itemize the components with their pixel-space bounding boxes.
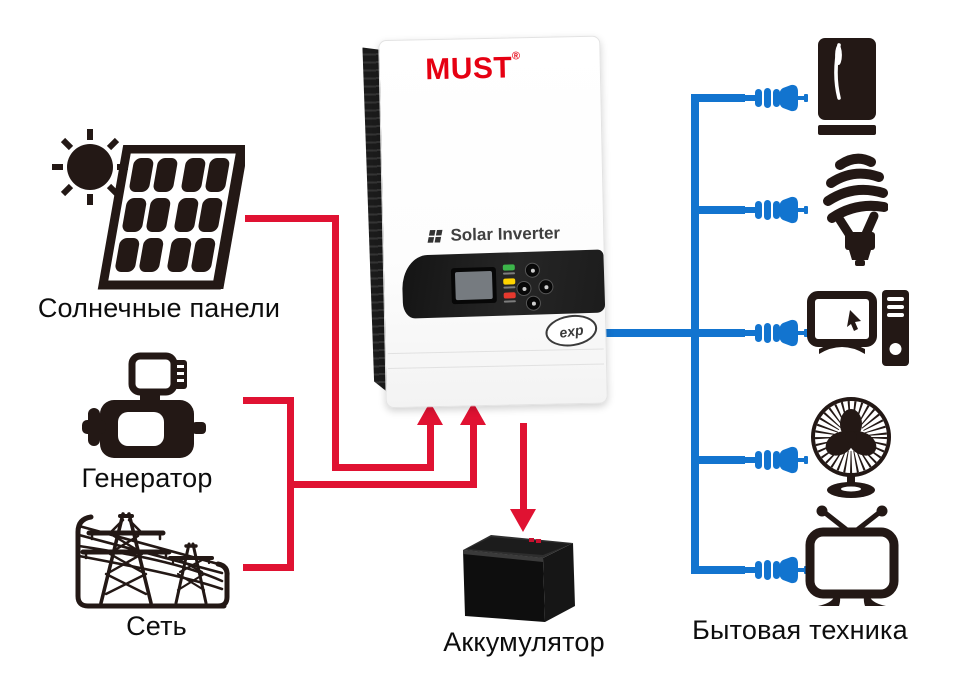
body-seam bbox=[388, 363, 605, 370]
plug-icon bbox=[742, 196, 808, 224]
plug-icon bbox=[742, 446, 808, 474]
gen-grid-line-v2 bbox=[470, 421, 477, 488]
generator-label: Генератор bbox=[81, 463, 213, 493]
ac-branch-computer bbox=[596, 329, 745, 337]
button-left[interactable] bbox=[516, 280, 532, 297]
battery-line-v bbox=[520, 423, 527, 513]
ac-branch-fan bbox=[691, 456, 745, 464]
solar-panel-icon bbox=[97, 145, 245, 290]
fan-icon bbox=[811, 397, 891, 498]
led-green bbox=[502, 264, 515, 271]
solar-label: Солнечные панели bbox=[37, 293, 281, 323]
battery-label: Аккумулятор bbox=[443, 627, 605, 657]
exp-badge: exp bbox=[543, 311, 600, 350]
solar-line-v1 bbox=[332, 215, 339, 471]
led-red-label bbox=[503, 300, 516, 303]
button-down[interactable] bbox=[525, 295, 542, 311]
led-red bbox=[503, 292, 516, 299]
grid-line-h bbox=[243, 564, 294, 571]
button-right[interactable] bbox=[538, 279, 554, 295]
battery-arrow bbox=[510, 509, 536, 532]
refrigerator-icon bbox=[818, 38, 876, 135]
gen-grid-arrow bbox=[460, 402, 486, 425]
ac-branch-tv bbox=[691, 566, 745, 574]
led-yellow-label bbox=[503, 286, 516, 289]
control-panel bbox=[401, 249, 606, 319]
gen-grid-branch-h bbox=[287, 481, 477, 488]
lcd-screen bbox=[454, 270, 493, 301]
computer-icon bbox=[807, 290, 909, 366]
brand-logo: MUST® bbox=[424, 50, 521, 87]
sun-icon bbox=[52, 129, 128, 205]
plug-icon bbox=[742, 84, 808, 112]
generator-line-h bbox=[243, 397, 294, 404]
plug-icon bbox=[742, 319, 808, 347]
body-seam bbox=[387, 348, 604, 355]
product-label: Solar Inverter bbox=[450, 223, 561, 245]
appliances-label: Бытовая техника bbox=[692, 615, 908, 645]
solar-line-h1 bbox=[245, 215, 339, 222]
tv-icon bbox=[805, 505, 899, 606]
solar-grid-icon bbox=[427, 229, 443, 243]
cfl-bulb-icon bbox=[823, 153, 888, 266]
solar-arrow bbox=[417, 402, 443, 425]
ac-branch-fridge bbox=[691, 94, 745, 102]
solar-line-v2 bbox=[427, 421, 434, 471]
product-name: Solar Inverter bbox=[383, 223, 603, 248]
inverter-device: MUST® Solar Inverter bbox=[362, 35, 608, 409]
solar-line-h2 bbox=[332, 464, 434, 471]
grid-label: Сеть bbox=[126, 611, 187, 641]
button-up[interactable] bbox=[524, 262, 541, 278]
led-green-label bbox=[502, 272, 516, 275]
lcd-display bbox=[450, 266, 497, 305]
ac-branch-bulb bbox=[691, 206, 745, 214]
led-yellow bbox=[503, 278, 516, 285]
plug-icon bbox=[742, 556, 808, 584]
inverter-body: MUST® Solar Inverter bbox=[378, 35, 608, 409]
power-grid-icon bbox=[75, 512, 230, 609]
battery-icon bbox=[463, 535, 575, 622]
generator-icon bbox=[82, 352, 206, 458]
